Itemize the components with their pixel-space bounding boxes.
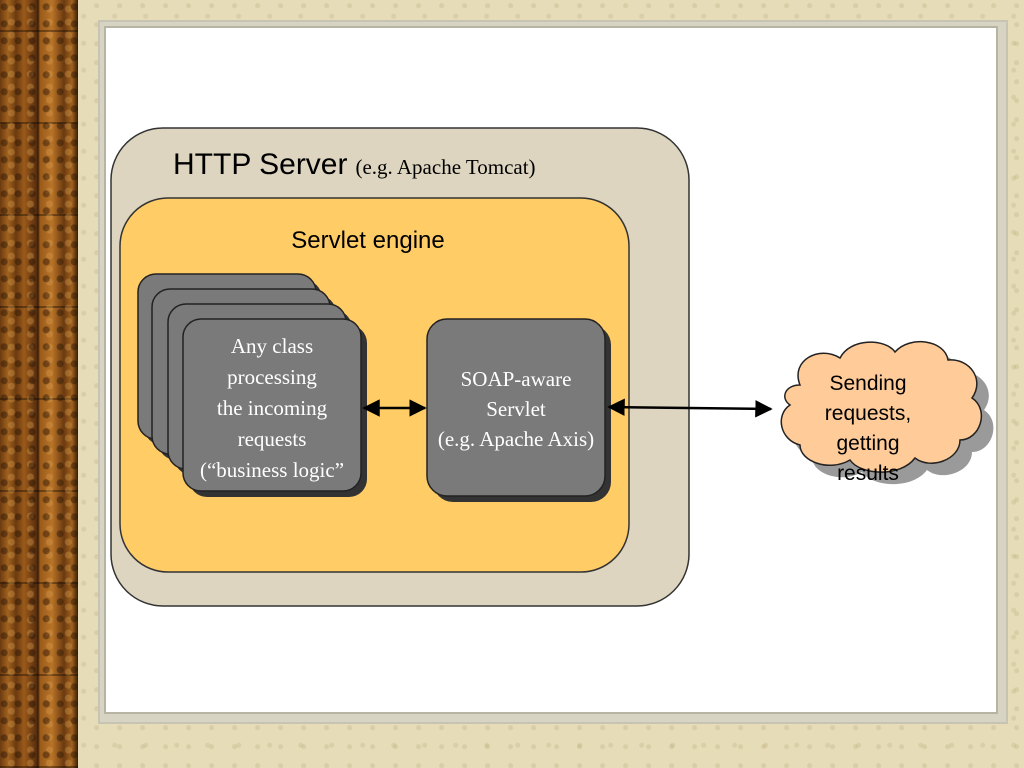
http-server-subtitle: (e.g. Apache Tomcat) [355, 155, 535, 179]
business-logic-line-5: (“business logic” [200, 458, 344, 482]
arrow-servlet-to-client [607, 398, 773, 418]
cloud-line-3: getting [836, 432, 899, 455]
soap-servlet-box: SOAP-aware Servlet (e.g. Apache Axis) [426, 318, 611, 502]
business-logic-stack: Any class processing the incoming reques… [137, 273, 367, 497]
cloud-line-1: Sending [829, 372, 906, 395]
svg-text:HTTP Server(e.g. Apache Tomcat: HTTP Server (e.g. Apache Tomcat) [173, 148, 536, 181]
soap-servlet-line-3: (e.g. Apache Axis) [438, 427, 594, 451]
business-logic-text: Any class processing the incoming reques… [200, 334, 344, 482]
cloud-line-4: results [837, 462, 899, 485]
soap-servlet-line-1: SOAP-aware [461, 367, 572, 391]
cloud-line-2: requests, [825, 402, 911, 425]
soap-servlet-line-2: Servlet [486, 397, 546, 421]
business-logic-line-1: Any class [231, 334, 313, 358]
business-logic-line-2: processing [227, 365, 317, 389]
http-server-title: HTTP Server [173, 148, 347, 181]
client-cloud: Sending requests, getting results [780, 341, 994, 485]
servlet-engine-label: Servlet engine [291, 227, 444, 254]
business-logic-line-4: requests [238, 427, 307, 451]
decorative-border [0, 0, 78, 768]
business-logic-line-3: the incoming [217, 396, 328, 420]
